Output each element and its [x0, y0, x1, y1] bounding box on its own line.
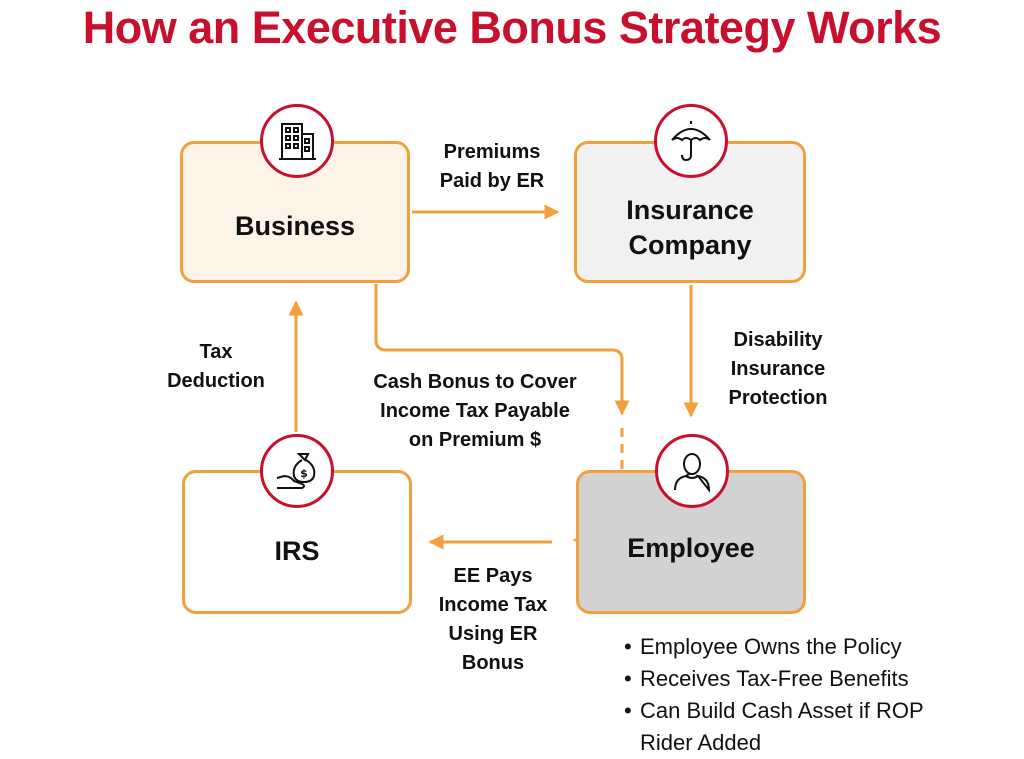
disability-protection-label: Disability Insurance Protection — [728, 329, 828, 409]
office-building-icon — [260, 104, 334, 178]
person-icon — [655, 434, 729, 508]
umbrella-icon — [654, 104, 728, 178]
business-label: Business — [234, 210, 356, 241]
ee-pays-income-tax-label: EE Pays Income Tax Using ER Bonus — [438, 565, 548, 674]
employee-label: Employee — [627, 532, 755, 563]
employee-benefits-list: Employee Owns the Policy Receives Tax-Fr… — [622, 631, 982, 759]
insurance-company-label: Insurance Company — [626, 195, 754, 260]
irs-label: IRS — [274, 535, 320, 566]
hand-money-bag-icon: $ — [260, 434, 334, 508]
list-item: Receives Tax-Free Benefits — [622, 663, 982, 695]
list-item: Can Build Cash Asset if ROP Rider Added — [622, 695, 982, 759]
page-title: How an Executive Bonus Strategy Works — [82, 2, 942, 53]
list-item: Employee Owns the Policy — [622, 631, 982, 663]
tax-deduction-label: Tax Deduction — [167, 341, 265, 392]
svg-text:$: $ — [300, 467, 308, 480]
cash-bonus-label: Cash Bonus to Cover Income Tax Payable o… — [373, 371, 577, 451]
insurance-company-box: Insurance Company — [574, 141, 806, 283]
premiums-label: Premiums Paid by ER — [439, 141, 545, 192]
arrow-cash-bonus — [374, 284, 630, 416]
